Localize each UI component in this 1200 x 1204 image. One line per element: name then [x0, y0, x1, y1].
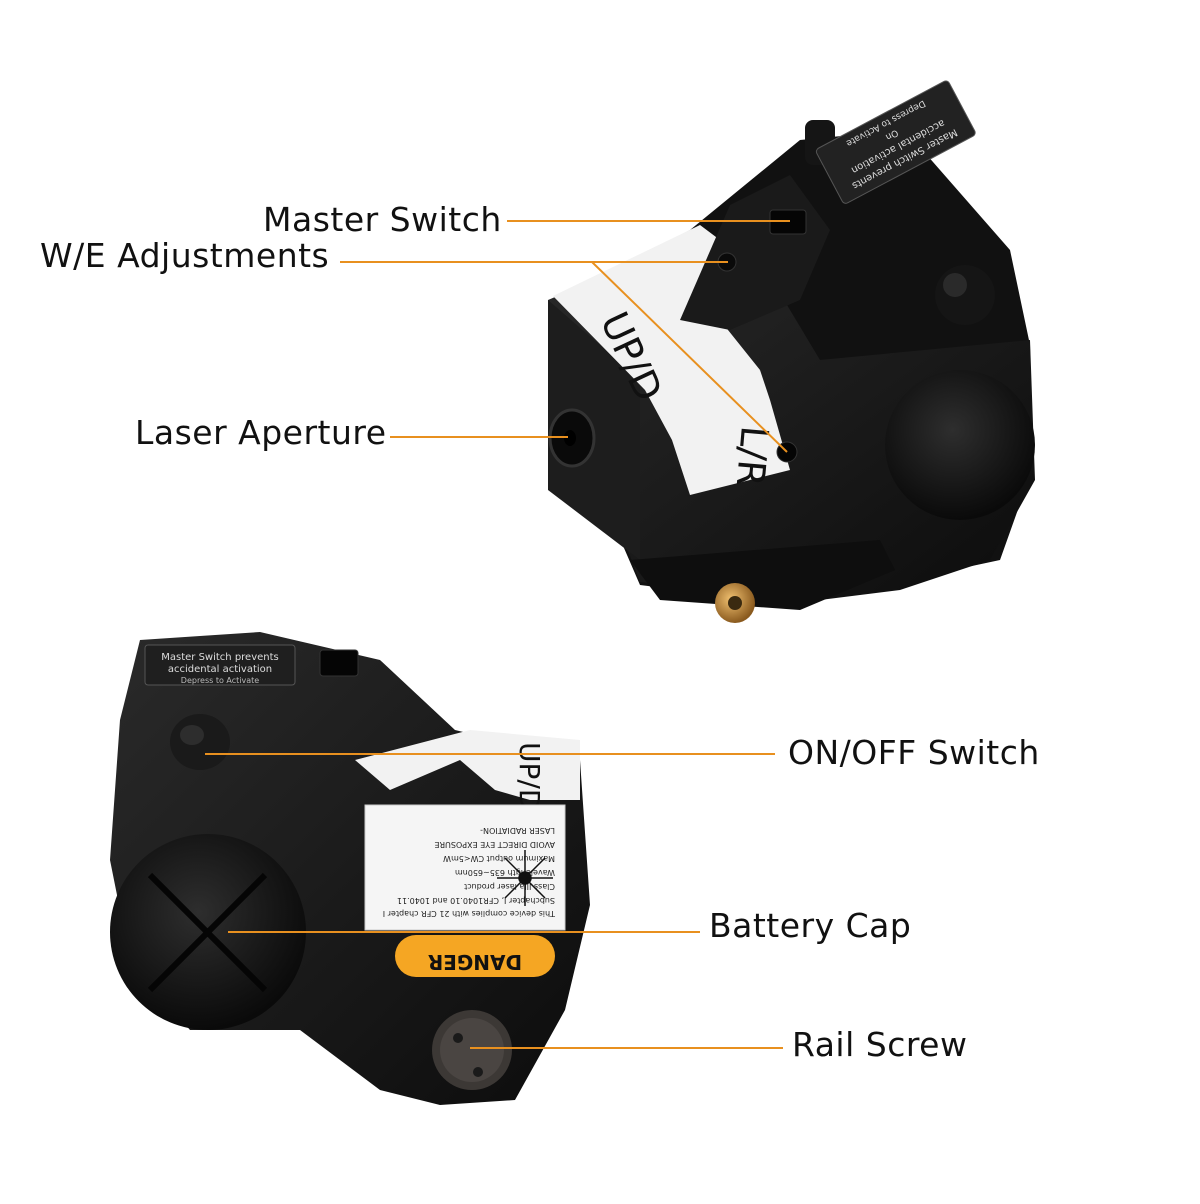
top-battery-cap[interactable]: [885, 370, 1035, 520]
bottom-instruction-plate: Master Switch prevents accidental activa…: [144, 644, 296, 686]
bottom-laser-device: Master Switch prevents accidental activa…: [110, 632, 590, 1105]
bottom-on-off-highlight: [180, 725, 204, 745]
warning-line7: LASER RADIATION-: [480, 826, 555, 835]
bottom-updn-text: UP/D: [513, 742, 546, 810]
danger-text: DANGER: [428, 950, 522, 974]
warning-line6: AVOID DIRECT EYE EXPOSURE: [434, 840, 555, 849]
top-side-button[interactable]: [935, 265, 995, 325]
top-brass-rail-screw-slot: [728, 596, 742, 610]
rail-screw-hole-b: [473, 1067, 483, 1077]
callout-we-adjustments: W/E Adjustments: [40, 236, 330, 275]
callout-battery-cap: Battery Cap: [709, 906, 912, 945]
warning-line3: Class IIIa laser product: [464, 882, 555, 891]
warning-line2: Subchapter J, CFR1040.10 and 1040.11: [397, 896, 555, 905]
warning-line4: Wavelength 635~650nm: [455, 868, 555, 877]
bottom-warning-label: This device complies with 21 CFR chapter…: [364, 804, 566, 931]
laser-starburst-icon: [497, 850, 553, 906]
bottom-master-switch[interactable]: [319, 649, 359, 677]
rail-screw-hole-a: [453, 1033, 463, 1043]
leader-we-to-lr: [591, 261, 788, 453]
bottom-plate-line2: accidental activation: [168, 664, 272, 675]
top-lr-wrap-label: [645, 370, 790, 495]
bottom-plate-line1: Master Switch prevents: [161, 652, 279, 663]
top-laser-aperture-hole: [564, 430, 576, 446]
top-rail-base: [630, 540, 895, 610]
bottom-rail-screw-face: [440, 1018, 504, 1082]
warning-line5: Maximum output CW<5mW: [443, 854, 555, 863]
callout-laser-aperture: Laser Aperture: [135, 413, 387, 452]
callout-master-switch: Master Switch: [263, 200, 502, 239]
callout-on-off-switch: ON/OFF Switch: [788, 733, 1040, 772]
warning-line1: This device complies with 21 CFR chapter…: [383, 909, 556, 918]
danger-badge: DANGER: [395, 935, 555, 977]
leader-lines: [205, 220, 790, 1049]
top-side-button-highlight: [943, 273, 967, 297]
top-laser-device: UP/D L/R Master Switch prevents accident…: [548, 80, 1035, 623]
bottom-plate-line3: Depress to Activate: [181, 676, 260, 685]
bottom-updn-wrap-label: [355, 730, 580, 800]
callout-rail-screw: Rail Screw: [792, 1025, 968, 1064]
battery-cap-cross-icon: [147, 872, 268, 993]
